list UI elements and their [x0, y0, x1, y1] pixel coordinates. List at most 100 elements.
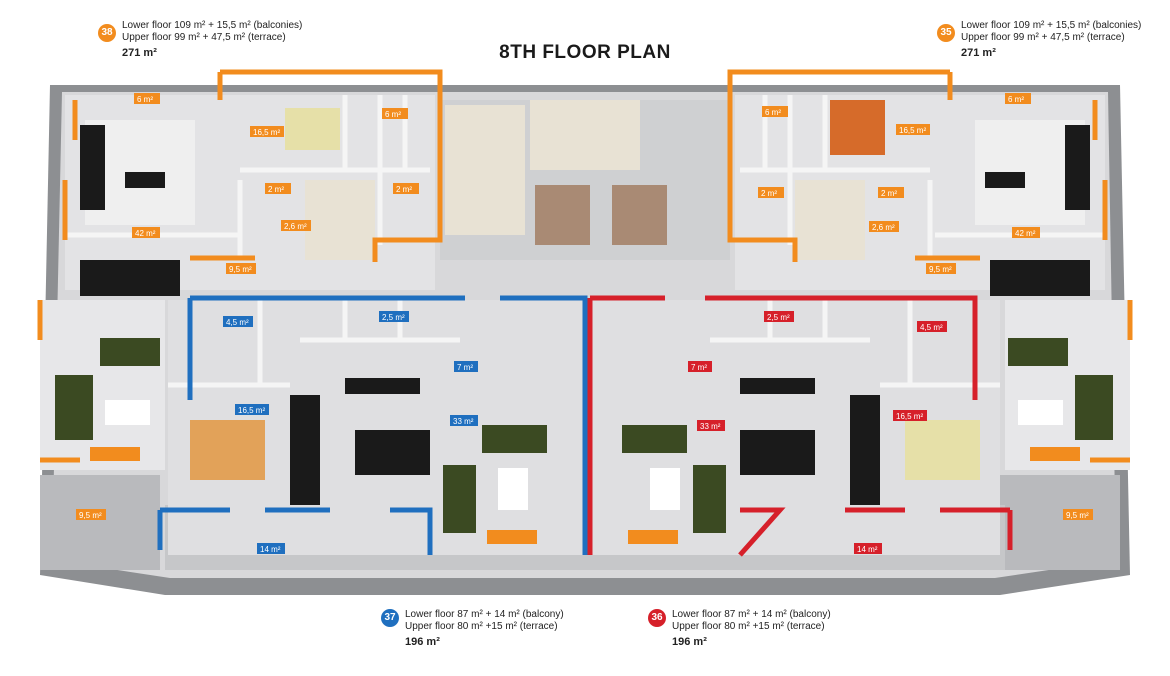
label-b-45: 4,5 m²	[223, 316, 253, 327]
unit-38-counter	[80, 125, 105, 210]
unit-36-table	[740, 430, 815, 475]
exterior-accents	[37, 300, 1133, 463]
sofa-left-2	[55, 375, 93, 440]
unit-38-upper-floor: Upper floor 99 m² + 47,5 m² (terrace)	[122, 32, 286, 43]
balcony-right	[1000, 475, 1120, 570]
sofa-right-2	[1075, 375, 1113, 440]
label-l-6b: 6 m²	[382, 108, 408, 119]
unit-37-info: 37 Lower floor 87 m² + 14 m² (balcony) U…	[381, 609, 564, 648]
elevator-right	[612, 185, 667, 245]
svg-text:6 m²: 6 m²	[137, 95, 153, 104]
unit-36-outline	[587, 295, 1013, 557]
label-l-95a: 9,5 m²	[226, 263, 256, 274]
unit-38-lower-floor: Lower floor 109 m² + 15,5 m² (balconies)	[122, 20, 303, 31]
label-l-95b: 9,5 m²	[76, 509, 106, 520]
unit-37-badge: 37	[381, 609, 399, 627]
unit-35-lower-floor: Lower floor 109 m² + 15,5 m² (balconies)	[961, 20, 1142, 31]
unit-37-bench	[487, 530, 537, 544]
unit-36-upper-floor: Upper floor 80 m² +15 m² (terrace)	[672, 621, 825, 632]
svg-text:16,5 m²: 16,5 m²	[253, 128, 280, 137]
label-b-33: 33 m²	[450, 415, 478, 426]
svg-text:42 m²: 42 m²	[1015, 229, 1036, 238]
svg-text:2 m²: 2 m²	[761, 189, 777, 198]
sofa-right-1	[1008, 338, 1068, 366]
svg-text:6 m²: 6 m²	[765, 108, 781, 117]
svg-text:7 m²: 7 m²	[457, 363, 473, 372]
svg-text:9,5 m²: 9,5 m²	[1066, 511, 1089, 520]
label-r-165: 16,5 m²	[896, 124, 930, 135]
label-d-7: 7 m²	[688, 361, 712, 372]
unit-36-bed	[905, 420, 980, 480]
label-r-6a: 6 m²	[1005, 93, 1031, 104]
unit-37-kitchen	[290, 395, 320, 505]
svg-text:9,5 m²: 9,5 m²	[229, 265, 252, 274]
unit-36-badge: 36	[648, 609, 666, 627]
svg-text:14 m²: 14 m²	[857, 545, 878, 554]
svg-text:4,5 m²: 4,5 m²	[226, 318, 249, 327]
label-b-14: 14 m²	[257, 543, 285, 554]
svg-text:33 m²: 33 m²	[453, 417, 474, 426]
label-d-25: 2,5 m²	[764, 311, 794, 322]
elevator-left	[535, 185, 590, 245]
sofa-left-1	[100, 338, 160, 366]
label-r-95a: 9,5 m²	[926, 263, 956, 274]
stair-upper-right	[530, 100, 640, 170]
unit-38-outline	[62, 69, 443, 262]
svg-text:2 m²: 2 m²	[881, 189, 897, 198]
label-b-165: 16,5 m²	[235, 404, 269, 415]
unit-36-kitchen	[850, 395, 880, 505]
bench-left	[90, 447, 140, 461]
svg-text:14 m²: 14 m²	[260, 545, 281, 554]
svg-text:2,5 m²: 2,5 m²	[767, 313, 790, 322]
label-d-165: 16,5 m²	[893, 410, 927, 421]
unit-37-lower-floor: Lower floor 87 m² + 14 m² (balcony)	[405, 609, 564, 620]
svg-text:4,5 m²: 4,5 m²	[920, 323, 943, 332]
svg-text:2,6 m²: 2,6 m²	[284, 222, 307, 231]
label-l-42: 42 m²	[132, 227, 160, 238]
svg-text:2,6 m²: 2,6 m²	[872, 223, 895, 232]
svg-text:7 m²: 7 m²	[691, 363, 707, 372]
unit-38-badge: 38	[98, 24, 116, 42]
unit-38-island	[125, 172, 165, 188]
unit-35-island	[985, 172, 1025, 188]
unit-37-sofa-1	[482, 425, 547, 453]
unit-36-sofa-1	[622, 425, 687, 453]
unit-35-bed	[830, 100, 885, 155]
unit-37-coffee	[498, 468, 528, 510]
unit-38-bed	[285, 108, 340, 150]
unit-35-upper-floor: Upper floor 99 m² + 47,5 m² (terrace)	[961, 32, 1125, 43]
unit-36-island	[740, 378, 815, 394]
unit-36-info: 36 Lower floor 87 m² + 14 m² (balcony) U…	[648, 609, 831, 648]
plan-title: 8TH FLOOR PLAN	[499, 42, 671, 63]
svg-text:16,5 m²: 16,5 m²	[899, 126, 926, 135]
label-r-2a: 2 m²	[758, 187, 784, 198]
unit-37-island	[345, 378, 420, 394]
label-l-2a: 2 m²	[265, 183, 291, 194]
unit-35-badge: 35	[937, 24, 955, 42]
label-r-6b: 6 m²	[762, 106, 788, 117]
unit-36-sofa-2	[693, 465, 726, 533]
unit-36-bench	[628, 530, 678, 544]
svg-text:2 m²: 2 m²	[396, 185, 412, 194]
svg-text:33 m²: 33 m²	[700, 422, 721, 431]
unit-35-info: 35 Lower floor 109 m² + 15,5 m² (balconi…	[937, 20, 1141, 59]
unit-37-sofa-2	[443, 465, 476, 533]
label-d-33: 33 m²	[697, 420, 725, 431]
label-r-26: 2,6 m²	[869, 221, 899, 232]
unit-38-total: 271 m²	[122, 47, 157, 59]
label-d-45: 4,5 m²	[917, 321, 947, 332]
label-d-14: 14 m²	[854, 543, 882, 554]
unit-37-upper-floor: Upper floor 80 m² +15 m² (terrace)	[405, 621, 558, 632]
coffee-right	[1018, 400, 1063, 425]
label-b-7: 7 m²	[454, 361, 478, 372]
unit-38-table	[80, 260, 180, 296]
unit-36-coffee	[650, 468, 680, 510]
svg-text:2,5 m²: 2,5 m²	[382, 313, 405, 322]
balcony-left	[40, 475, 160, 570]
unit-35-outline	[727, 69, 1108, 262]
unit-35-table	[990, 260, 1090, 296]
unit-37-outline	[157, 295, 588, 555]
svg-text:9,5 m²: 9,5 m²	[79, 511, 102, 520]
label-r-42: 42 m²	[1012, 227, 1040, 238]
